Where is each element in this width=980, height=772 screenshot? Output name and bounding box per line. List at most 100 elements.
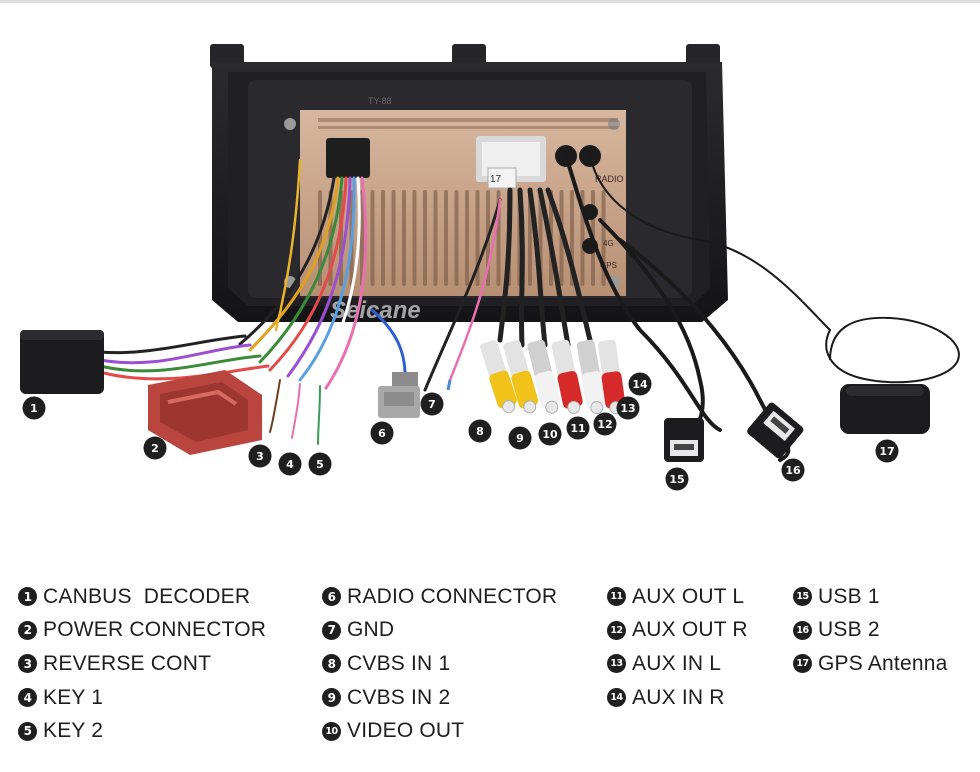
rca-plug (576, 339, 606, 415)
legend-badge: 8 (322, 654, 341, 674)
legend-label: USB 1 (818, 584, 880, 608)
legend-item-5: 5 KEY 2 (18, 714, 266, 748)
diagram-marker-11: 11 (566, 416, 590, 440)
legend-badge: 7 (322, 620, 341, 640)
legend-badge: 4 (18, 688, 37, 708)
legend-item-15: 15 USB 1 (793, 580, 947, 614)
diagram-marker-7: 7 (420, 392, 444, 416)
svg-text:7: 7 (428, 398, 436, 411)
svg-text:5: 5 (316, 458, 324, 471)
legend-item-3: 3 REVERSE CONT (18, 647, 266, 681)
diagram-marker-14: 14 (628, 372, 652, 396)
legend-item-1: 1 CANBUS DECODER (18, 580, 266, 614)
power-connector (148, 370, 262, 455)
legend-item-7: 7 GND (322, 614, 557, 648)
legend-label: AUX OUT L (632, 584, 745, 608)
legend-label: CVBS IN 2 (347, 685, 451, 709)
legend-badge: 10 (322, 721, 341, 741)
diagram-marker-4: 4 (278, 452, 302, 476)
legend-badge: 5 (18, 721, 37, 741)
diagram-marker-8: 8 (468, 419, 492, 443)
gnd-lead (446, 379, 452, 391)
fourg-port-label: 4G (603, 239, 614, 248)
legend-item-17: 17 GPS Antenna (793, 647, 947, 681)
legend-label: AUX OUT R (632, 618, 748, 642)
legend-item-4: 4 KEY 1 (18, 681, 266, 715)
legend-label: USB 2 (818, 618, 880, 642)
legend-badge: 12 (607, 620, 626, 640)
legend-badge: 2 (18, 620, 37, 640)
legend-label: CVBS IN 1 (347, 651, 451, 675)
svg-text:10: 10 (542, 428, 558, 441)
head-unit: RADIO 4G GPS TY-88 17 Seicane (210, 44, 728, 324)
legend-label: GND (347, 618, 395, 642)
usb-1-plug (664, 418, 704, 462)
svg-text:12: 12 (597, 418, 612, 431)
diagram-marker-9: 9 (508, 426, 532, 450)
diagram-marker-15: 15 (665, 467, 689, 491)
legend-item-16: 16 USB 2 (793, 614, 947, 648)
diagram-marker-13: 13 (616, 396, 640, 420)
diagram-marker-17: 17 (875, 439, 899, 463)
radio-port-label: RADIO (595, 174, 624, 184)
svg-text:15: 15 (669, 473, 684, 486)
svg-text:2: 2 (151, 442, 159, 455)
legend-badge: 16 (793, 620, 812, 640)
legend-label: REVERSE CONT (43, 651, 212, 675)
legend-badge: 1 (18, 587, 37, 607)
legend-badge: 3 (18, 654, 37, 674)
svg-text:11: 11 (570, 422, 585, 435)
diagram-marker-10: 10 (538, 422, 562, 446)
svg-text:1: 1 (30, 402, 38, 415)
legend-item-8: 8 CVBS IN 1 (322, 647, 557, 681)
legend-item-12: 12 AUX OUT R (607, 614, 748, 648)
diagram-marker-3: 3 (248, 444, 272, 468)
svg-text:17: 17 (879, 445, 894, 458)
legend-badge: 6 (322, 587, 341, 607)
svg-text:6: 6 (378, 427, 386, 440)
diagram-marker-6: 6 (370, 421, 394, 445)
cable-tag: 17 (490, 174, 502, 185)
legend-badge: 14 (607, 688, 626, 708)
legend-item-6: 6 RADIO CONNECTOR (322, 580, 557, 614)
svg-text:8: 8 (476, 425, 484, 438)
diagram-marker-2: 2 (143, 436, 167, 460)
rca-plug (527, 339, 561, 414)
svg-text:13: 13 (620, 402, 635, 415)
legend-label: RADIO CONNECTOR (347, 584, 558, 608)
legend-label: GPS Antenna (818, 651, 948, 675)
canbus-decoder (20, 330, 104, 394)
legend-badge: 13 (607, 654, 626, 674)
svg-text:4: 4 (286, 458, 294, 471)
legend-column-1: 1 CANBUS DECODER 2 POWER CONNECTOR 3 REVERSE … (18, 580, 266, 748)
legend-label: POWER CONNECTOR (43, 618, 267, 642)
legend-item-2: 2 POWER CONNECTOR (18, 614, 266, 648)
top-code-label: TY-88 (368, 96, 392, 106)
diagram-marker-12: 12 (593, 412, 617, 436)
top-divider (0, 0, 980, 3)
legend: 1 CANBUS DECODER 2 POWER CONNECTOR 3 REVERSE … (0, 580, 980, 760)
legend-badge: 17 (793, 654, 812, 674)
legend-item-11: 11 AUX OUT L (607, 580, 748, 614)
svg-text:9: 9 (516, 432, 524, 445)
wiring-diagram: RADIO 4G GPS TY-88 17 Seicane (20, 44, 960, 491)
legend-label: KEY 1 (43, 685, 104, 709)
diagram-marker-16: 16 (781, 458, 805, 482)
rca-plugs (480, 339, 626, 415)
diagram-marker-1: 1 (22, 396, 46, 420)
legend-label: KEY 2 (43, 719, 104, 743)
radio-connector (378, 372, 420, 418)
rca-plug (503, 340, 539, 414)
legend-label: CANBUS DECODER (43, 584, 251, 608)
legend-badge: 15 (793, 587, 812, 607)
gps-port-label: GPS (600, 261, 617, 270)
legend-column-4: 15 USB 1 16 USB 2 17 GPS Antenna (793, 580, 947, 681)
rca-plug (551, 339, 583, 414)
legend-badge: 11 (607, 587, 626, 607)
rca-plug (480, 340, 517, 414)
